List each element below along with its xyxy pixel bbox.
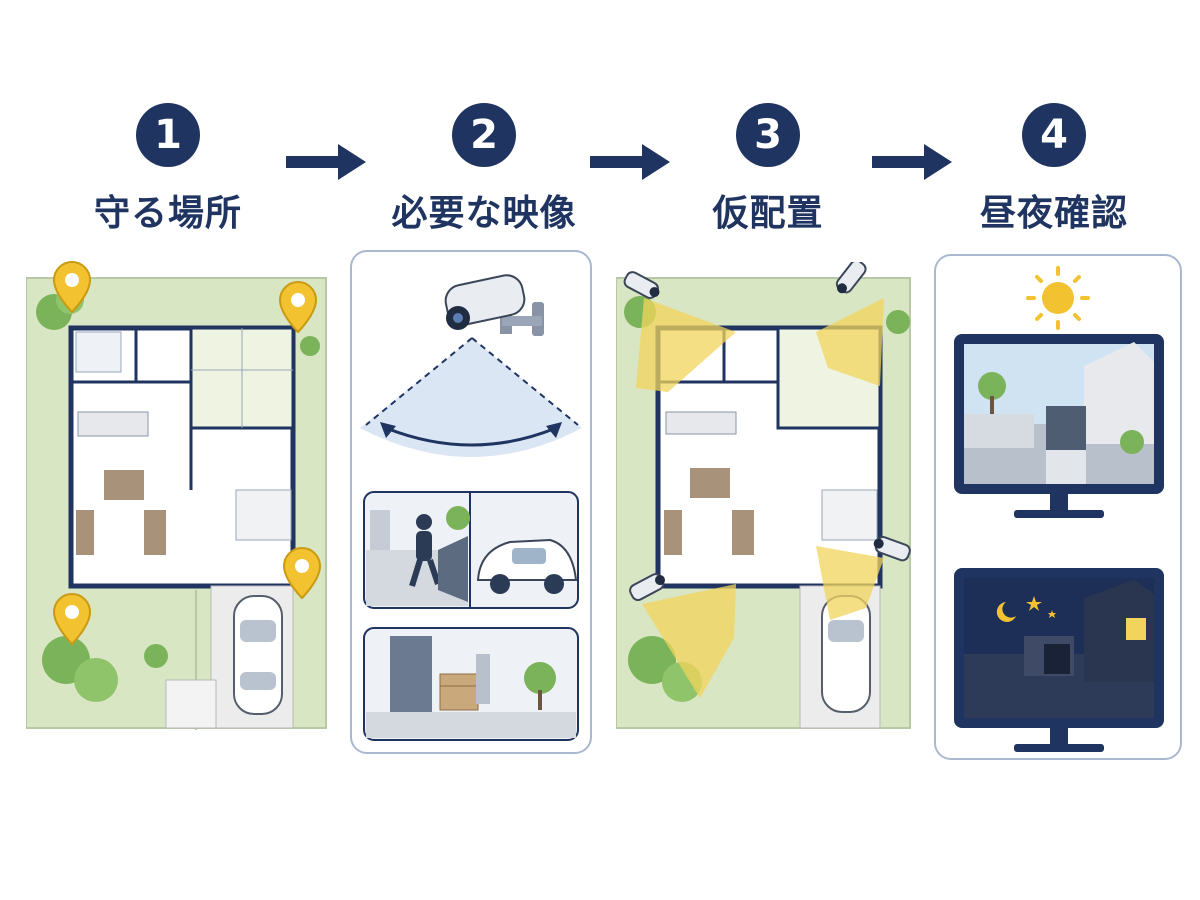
arrow-right-icon bbox=[872, 144, 952, 180]
step-2-title: 必要な映像 bbox=[391, 193, 577, 234]
camera-coverage-area bbox=[816, 298, 884, 386]
package-icon bbox=[439, 673, 479, 711]
location-pin-icon bbox=[52, 592, 92, 646]
step-4-number: 4 bbox=[1022, 103, 1086, 167]
day-night-check-panel bbox=[934, 254, 1182, 760]
arrow-right-icon bbox=[286, 144, 366, 180]
sun-icon bbox=[1026, 266, 1090, 330]
monitor-icon bbox=[954, 568, 1164, 752]
person-icon bbox=[409, 514, 441, 587]
camera-coverage-area bbox=[636, 298, 736, 392]
location-pin-icon bbox=[278, 280, 318, 334]
star-icon bbox=[1026, 596, 1042, 611]
monitor-icon bbox=[954, 334, 1164, 518]
step-1-number: 1 bbox=[136, 103, 200, 167]
location-pin-icon bbox=[282, 546, 322, 600]
location-pin-icon bbox=[52, 260, 92, 314]
security-camera-icon bbox=[444, 274, 544, 336]
security-camera-icon bbox=[629, 573, 666, 602]
security-camera-icon bbox=[835, 262, 867, 294]
camera-coverage-area bbox=[642, 584, 736, 698]
moon-icon bbox=[996, 602, 1016, 622]
step-3-title: 仮配置 bbox=[712, 193, 824, 234]
step-3-number: 3 bbox=[736, 103, 800, 167]
security-camera-icon bbox=[873, 536, 911, 562]
star-icon bbox=[1048, 610, 1056, 618]
security-camera-icon bbox=[623, 271, 660, 299]
floorplan-protect-areas bbox=[26, 260, 327, 730]
required-footage-panel bbox=[350, 250, 592, 754]
camera-coverage-area bbox=[816, 546, 884, 620]
step-2-number: 2 bbox=[452, 103, 516, 167]
car-icon bbox=[476, 538, 578, 594]
car-icon bbox=[233, 595, 283, 715]
step-1-title: 守る場所 bbox=[93, 193, 242, 234]
arrow-right-icon bbox=[590, 144, 670, 180]
floorplan-camera-placement bbox=[616, 262, 911, 729]
step-4-title: 昼夜確認 bbox=[979, 193, 1128, 234]
